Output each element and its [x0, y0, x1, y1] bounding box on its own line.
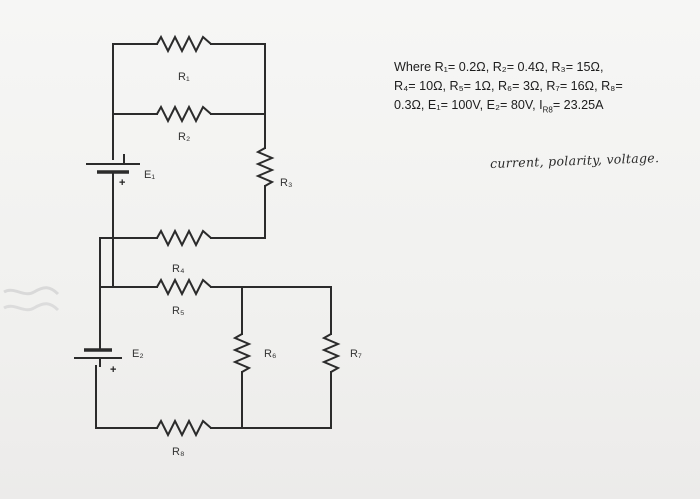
given-values-line-1: Where R₁= 0.2Ω, R₂= 0.4Ω, R₃= 15Ω, — [394, 60, 604, 74]
resistor-r5 — [156, 277, 212, 297]
wire-bottom-right — [210, 382, 332, 429]
resistor-r6 — [232, 333, 252, 373]
polarity-plus-e1: + — [119, 177, 125, 189]
resistor-r7 — [321, 333, 341, 373]
wire-r3-down — [210, 185, 266, 239]
label-r6: R₆ — [264, 348, 276, 360]
smudge-mark — [3, 286, 60, 312]
resistor-r4 — [156, 228, 212, 248]
label-e1: E₁ — [144, 169, 155, 181]
label-r4: R₄ — [172, 263, 185, 275]
battery-e2 — [74, 343, 122, 367]
label-r8: R₈ — [172, 446, 185, 458]
given-values-line-3-end: = 23.25A — [552, 98, 604, 112]
current-subscript: R8 — [542, 105, 553, 115]
given-values-text: Where R₁= 0.2Ω, R₂= 0.4Ω, R₃= 15Ω, R₄= 1… — [394, 58, 674, 120]
label-e2: E₂ — [132, 348, 144, 360]
given-values-line-3: 0.3Ω, E₁= 100V, E₂= 80V, IR8= 23.25A — [394, 96, 674, 120]
wire-e2-bottom — [95, 365, 158, 429]
resistor-r8 — [156, 418, 212, 438]
wire-r5-right — [210, 286, 332, 335]
polarity-plus-e2: + — [110, 364, 116, 376]
given-values-line-2: R₄= 10Ω, R₅= 1Ω, R₆= 3Ω, R₇= 16Ω, R₈= — [394, 79, 623, 93]
label-r5: R₅ — [172, 305, 184, 317]
resistor-r1 — [156, 34, 212, 54]
label-r7: R₇ — [350, 348, 362, 360]
resistor-r2 — [156, 104, 212, 124]
wire-top-loop — [112, 43, 266, 160]
label-r2: R₂ — [178, 131, 190, 143]
label-r1: R₁ — [178, 71, 190, 83]
given-values-line-3-main: 0.3Ω, E₁= 100V, E₂= 80V, I — [394, 98, 543, 112]
resistor-r3 — [255, 147, 275, 187]
label-r3: R₃ — [280, 177, 292, 189]
